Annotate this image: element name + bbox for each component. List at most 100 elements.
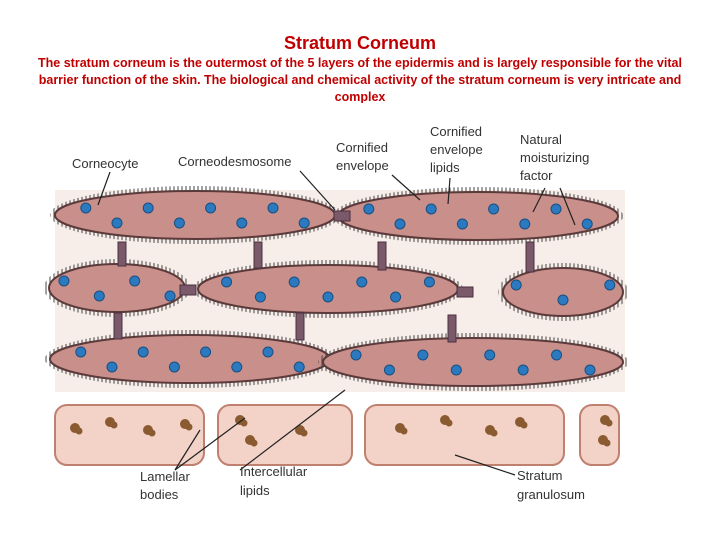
nmf-dot: [254, 291, 266, 303]
label-natural-moisturizing-factor: Natural moisturizing factor: [520, 132, 593, 183]
nmf-dot: [557, 294, 569, 306]
label-cornified-envelope: Cornified envelope: [336, 140, 392, 173]
pointer-line: [174, 429, 201, 471]
lamellar-body: [605, 419, 613, 427]
stratum-granulosum-layer: [54, 404, 620, 466]
granulosum-cell: [579, 404, 620, 466]
granulosum-cell: [54, 404, 205, 466]
lamellar-body: [400, 427, 408, 435]
nmf-dot: [356, 276, 368, 288]
label-pointer-lines: [97, 170, 576, 476]
label-corneocyte: Corneocyte: [72, 156, 138, 171]
lamellar-body: [240, 419, 248, 427]
pointer-line: [454, 454, 516, 476]
corneocyte: [54, 190, 336, 240]
nmf-dot: [519, 218, 531, 230]
corneodesmosome: [447, 314, 457, 343]
nmf-dot: [80, 202, 92, 214]
nmf-dot: [456, 218, 468, 230]
corneocyte: [322, 337, 624, 387]
lamellar-body: [250, 439, 258, 447]
pointer-line: [532, 187, 546, 213]
label-stratum-granulosum: Stratum granulosum: [517, 468, 585, 502]
lamellar-body: [300, 429, 308, 437]
corneodesmosome: [456, 286, 474, 298]
nmf-dot: [129, 275, 141, 287]
lamellar-body: [603, 439, 611, 447]
lamellar-body: [445, 419, 453, 427]
lamellar-bodies: [70, 415, 613, 447]
label-corneodesmosome: Corneodesmosome: [178, 154, 291, 169]
nmf-dot: [106, 361, 118, 373]
lamellar-body: [520, 421, 528, 429]
nmf-dot: [450, 364, 462, 376]
nmf-dot: [517, 364, 529, 376]
nmf-dot: [168, 361, 180, 373]
pointer-line: [174, 417, 246, 471]
lamellar-body: [75, 427, 83, 435]
corneodesmosome: [253, 241, 263, 269]
corneocyte: [337, 191, 619, 241]
pointer-line: [239, 389, 346, 471]
corneodesmosome: [295, 312, 305, 341]
page-description: The stratum corneum is the outermost of …: [38, 56, 682, 103]
nmf-dot: [604, 279, 616, 291]
lamellar-body: [148, 429, 156, 437]
nmf-dot: [581, 218, 593, 230]
lamellar-body: [110, 421, 118, 429]
pointer-line: [447, 177, 451, 205]
corneodesmosome: [113, 312, 123, 340]
corneodesmosome: [377, 241, 387, 271]
nmf-dot: [390, 291, 402, 303]
pointer-line: [559, 187, 576, 226]
nmf-dot: [322, 291, 334, 303]
pointer-line: [97, 171, 111, 206]
nmf-dot: [383, 364, 395, 376]
granulosum-cell: [364, 404, 565, 466]
corneodesmosome: [117, 241, 127, 267]
nmf-dot: [221, 276, 233, 288]
page-title: Stratum Corneum: [283, 33, 436, 53]
nmf-dot: [93, 290, 105, 302]
nmf-dot: [137, 346, 149, 358]
lamellar-body: [185, 423, 193, 431]
nmf-dot: [423, 276, 435, 288]
corneocyte: [502, 267, 624, 317]
label-cornified-envelope-lipids: Cornified envelope lipids: [430, 124, 486, 175]
corneodesmosomes: [113, 210, 535, 343]
pointer-line: [299, 170, 336, 211]
nmf-dot: [510, 279, 522, 291]
nmf-dot: [293, 361, 305, 373]
nmf-dot: [173, 217, 185, 229]
corneodesmosome: [179, 284, 197, 296]
nmf-dot: [200, 346, 212, 358]
nmf-dot: [236, 217, 248, 229]
nmf-dot: [417, 349, 429, 361]
nmf-dot: [551, 349, 563, 361]
pointer-line: [391, 174, 421, 201]
natural-moisturizing-factor-dots: [58, 202, 616, 376]
nmf-dot: [425, 203, 437, 215]
nmf-dot: [550, 203, 562, 215]
nmf-dot: [298, 217, 310, 229]
nmf-dot: [267, 202, 279, 214]
nmf-dot: [488, 203, 500, 215]
nmf-dot: [363, 203, 375, 215]
corneocyte: [48, 263, 186, 313]
nmf-dot: [205, 202, 217, 214]
nmf-dot: [484, 349, 496, 361]
corneodesmosome: [333, 210, 351, 222]
corneodesmosome: [525, 241, 535, 273]
nmf-dot: [164, 290, 176, 302]
nmf-dot: [231, 361, 243, 373]
nmf-dot: [394, 218, 406, 230]
nmf-dot: [111, 217, 123, 229]
nmf-dot: [350, 349, 362, 361]
nmf-dot: [584, 364, 596, 376]
label-intercellular-lipids: Intercellular lipids: [240, 464, 311, 498]
corneocyte: [49, 334, 331, 384]
nmf-dot: [75, 346, 87, 358]
nmf-dot: [58, 275, 70, 287]
nmf-dot: [288, 276, 300, 288]
